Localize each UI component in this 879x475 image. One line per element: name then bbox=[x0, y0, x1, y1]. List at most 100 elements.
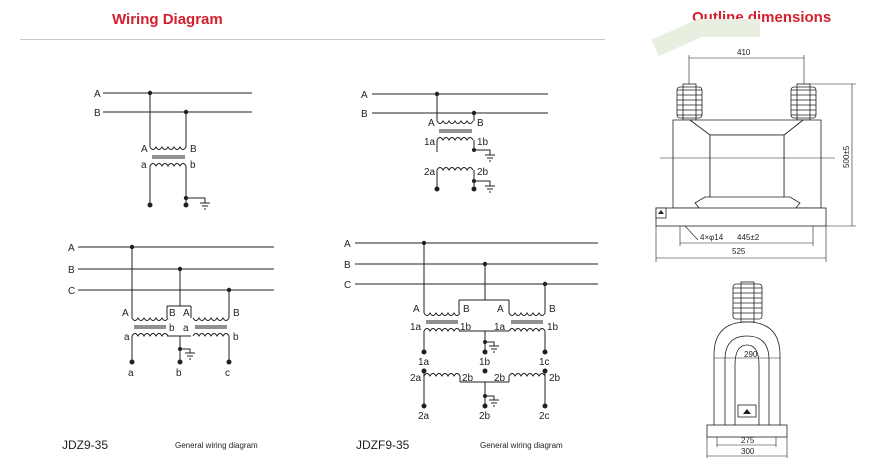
t2-secondary-label-a: a bbox=[183, 323, 189, 334]
terminal-dot bbox=[482, 368, 488, 374]
terminal-dot bbox=[542, 403, 548, 409]
line-label-a: A bbox=[344, 239, 351, 250]
terminal-dot bbox=[421, 403, 427, 409]
ground-icon bbox=[186, 197, 210, 210]
line-label-b: B bbox=[68, 265, 75, 276]
ground-icon bbox=[474, 149, 495, 162]
sec2-label-b: 2b bbox=[477, 167, 489, 178]
base-plate bbox=[655, 207, 827, 227]
t2-sec1-label-b: 1b bbox=[547, 322, 559, 333]
housing-center bbox=[709, 134, 785, 209]
line-label-b: B bbox=[94, 108, 101, 119]
housing-right bbox=[783, 119, 822, 209]
t2-secondary-winding-2 bbox=[508, 373, 546, 377]
output-label-b: b bbox=[176, 368, 182, 379]
terminal-dot bbox=[482, 403, 488, 409]
mid-label-1b: 1b bbox=[479, 357, 491, 368]
bushing-fins bbox=[677, 89, 702, 116]
dim-height: 500±5 bbox=[842, 145, 851, 168]
t2-secondary-winding bbox=[508, 328, 546, 332]
line-label-a: A bbox=[361, 90, 368, 101]
bushing-right bbox=[790, 83, 817, 121]
t2-sec1-label-a: 1a bbox=[494, 322, 506, 333]
t1-sec1-label-b: 1b bbox=[460, 322, 472, 333]
primary-winding bbox=[436, 120, 474, 124]
bushing-left bbox=[676, 83, 703, 121]
t2-primary-label-a: A bbox=[183, 308, 190, 319]
sec2-label-a: 2a bbox=[424, 167, 436, 178]
line-label-c: C bbox=[344, 280, 351, 291]
t2-secondary-label-b: b bbox=[233, 332, 239, 343]
side-base bbox=[706, 424, 788, 438]
bushing-fins bbox=[733, 287, 762, 314]
t1-primary-label-b: B bbox=[169, 308, 176, 319]
sec2-label-2a: 2a bbox=[410, 373, 422, 384]
t2-primary-label-a: A bbox=[497, 304, 504, 315]
terminal-dot bbox=[434, 186, 440, 192]
terminal-dot bbox=[542, 349, 548, 355]
secondary-winding bbox=[149, 163, 187, 167]
output-label-2c: 2c bbox=[539, 411, 550, 422]
t1-primary-winding bbox=[131, 317, 169, 321]
bushing-top bbox=[732, 281, 763, 323]
terminal-dot bbox=[482, 349, 488, 355]
line-label-c: C bbox=[68, 286, 75, 297]
watermark-stripe bbox=[651, 19, 760, 57]
bushing-outline bbox=[732, 283, 763, 320]
housing-left bbox=[672, 119, 711, 209]
terminal-dot bbox=[226, 359, 232, 365]
header-divider bbox=[20, 39, 605, 40]
terminal-dot bbox=[421, 349, 427, 355]
t2-secondary-winding bbox=[192, 333, 230, 337]
secondary-winding-2 bbox=[436, 167, 474, 171]
bushing-fins bbox=[791, 89, 816, 116]
sec2-label-2b-right: 2b bbox=[494, 373, 506, 384]
t2-primary-winding bbox=[508, 312, 546, 316]
line-label-a: A bbox=[68, 243, 75, 254]
leader-line bbox=[684, 225, 699, 241]
t1-secondary-winding bbox=[131, 333, 169, 337]
dim-top-width: 410 bbox=[737, 48, 751, 57]
outline-front-view: 410 4×φ14 445±2 525 500±5 bbox=[651, 19, 856, 262]
sec1-label-b: 1b bbox=[477, 137, 489, 148]
jdzf-note-caption: General wiring diagram bbox=[480, 441, 563, 450]
terminal-icon bbox=[743, 409, 751, 414]
ground-icon bbox=[474, 180, 495, 193]
mid-label-1a: 1a bbox=[418, 357, 430, 368]
sec2-label-2b-far: 2b bbox=[549, 373, 561, 384]
jdzf-model-caption: JDZF9-35 bbox=[356, 438, 410, 452]
dim-side-base-outer: 300 bbox=[741, 447, 755, 456]
t1-primary-label-b: B bbox=[463, 304, 470, 315]
ground-icon bbox=[485, 341, 499, 353]
terminal-dot bbox=[471, 186, 477, 192]
line-label-b: B bbox=[361, 109, 368, 120]
output-label-c: c bbox=[225, 368, 230, 379]
sec2-label-2b-left: 2b bbox=[462, 373, 474, 384]
t2-primary-winding bbox=[192, 317, 230, 321]
housing-top bbox=[688, 119, 805, 136]
t1-primary-label-a: A bbox=[413, 304, 420, 315]
diagram-jdz-single: A B A B a b bbox=[94, 89, 252, 210]
terminal-dot bbox=[147, 202, 153, 208]
primary-label-a: A bbox=[141, 144, 148, 155]
t1-primary-label-a: A bbox=[122, 308, 129, 319]
diagram-jdzf-single: A B A B 1a 1b 2a 2b bbox=[361, 90, 548, 193]
t2-primary-label-b: B bbox=[233, 308, 240, 319]
terminal-dot bbox=[183, 202, 189, 208]
primary-winding bbox=[149, 146, 187, 150]
t1-primary-winding bbox=[423, 312, 461, 316]
output-label-a: a bbox=[128, 368, 134, 379]
line-label-b: B bbox=[344, 260, 351, 271]
t1-sec1-label-a: 1a bbox=[410, 322, 422, 333]
t1-secondary-winding bbox=[423, 328, 461, 332]
jdz-model-caption: JDZ9-35 bbox=[62, 438, 109, 452]
dim-base-length: 525 bbox=[732, 247, 746, 256]
bushing-outline bbox=[676, 86, 703, 119]
bushing-outline bbox=[790, 86, 817, 119]
t2-primary-label-b: B bbox=[549, 304, 556, 315]
line-label-a: A bbox=[94, 89, 101, 100]
dim-hole-spacing: 445±2 bbox=[737, 233, 760, 242]
primary-label-b: B bbox=[477, 118, 484, 129]
primary-label-b: B bbox=[190, 144, 197, 155]
